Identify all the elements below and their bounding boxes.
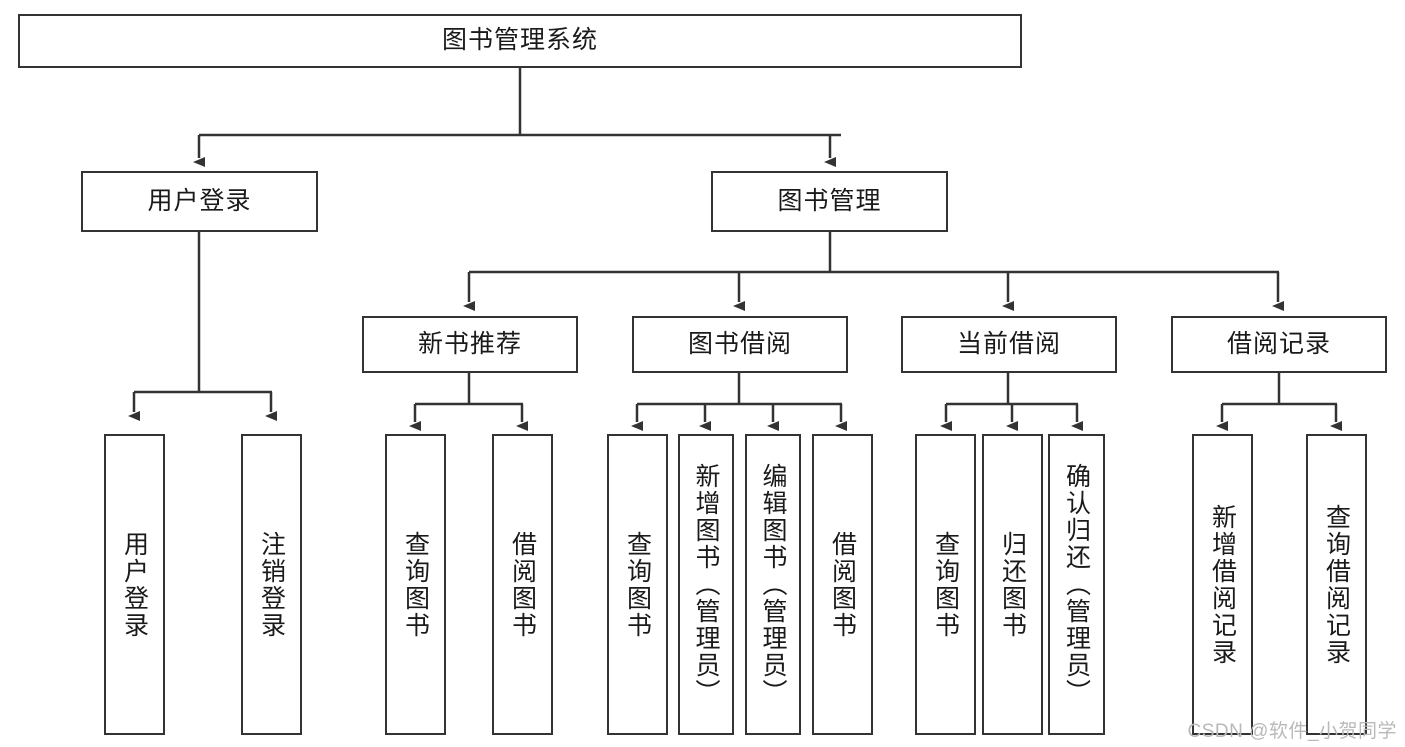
leaf-borrow-record-add-record[interactable]: 新增借阅记录 [1192,434,1253,735]
leaf-current-borrow-query-book[interactable]: 查询图书 [915,434,976,735]
node-new-book-recommend-label: 新书推荐 [417,329,522,358]
csdn-watermark: CSDN @软件_小贺同学 [1187,721,1397,742]
leaf-book-borrow-edit-book[interactable]: 编辑图书（管理员） [745,434,801,735]
node-book-management[interactable]: 图书管理 [711,171,948,232]
node-book-borrow-label: 图书借阅 [687,329,792,358]
leaf-label: 新增借阅记录 [1208,503,1237,666]
node-new-book-recommend[interactable]: 新书推荐 [362,316,578,373]
leaf-label: 确认归还（管理员） [1062,463,1091,706]
node-borrow-record-label: 借阅记录 [1226,329,1331,358]
node-book-management-label: 图书管理 [777,186,882,215]
leaf-new-book-query-book[interactable]: 查询图书 [385,434,446,735]
node-user-login[interactable]: 用户登录 [81,171,318,232]
leaf-label: 查询图书 [931,530,960,639]
leaf-label: 查询图书 [401,530,430,639]
leaf-book-borrow-add-book[interactable]: 新增图书（管理员） [678,434,734,735]
node-current-borrow-label: 当前借阅 [956,329,1061,358]
node-book-borrow[interactable]: 图书借阅 [632,316,848,373]
leaf-label: 查询借阅记录 [1322,503,1351,666]
leaf-user-login-logout[interactable]: 注销登录 [241,434,302,735]
node-current-borrow[interactable]: 当前借阅 [901,316,1117,373]
leaf-label: 注销登录 [257,530,286,639]
node-borrow-record[interactable]: 借阅记录 [1171,316,1387,373]
node-root-system[interactable]: 图书管理系统 [18,14,1022,68]
leaf-book-borrow-borrow-book[interactable]: 借阅图书 [812,434,873,735]
leaf-user-login-login[interactable]: 用户登录 [104,434,165,735]
leaf-label: 借阅图书 [508,530,537,639]
leaf-current-borrow-return-book[interactable]: 归还图书 [982,434,1043,735]
leaf-label: 编辑图书（管理员） [759,463,787,706]
leaf-label: 用户登录 [120,530,149,639]
leaf-book-borrow-query-book[interactable]: 查询图书 [607,434,668,735]
leaf-label: 归还图书 [998,530,1027,639]
leaf-borrow-record-query-record[interactable]: 查询借阅记录 [1306,434,1367,735]
leaf-new-book-borrow-book[interactable]: 借阅图书 [492,434,553,735]
leaf-current-borrow-confirm-return[interactable]: 确认归还（管理员） [1048,434,1105,735]
leaf-label: 借阅图书 [828,530,857,639]
node-user-login-label: 用户登录 [147,186,252,215]
leaf-label: 新增图书（管理员） [692,463,720,706]
leaf-label: 查询图书 [623,530,652,639]
node-root-label: 图书管理系统 [441,26,598,55]
